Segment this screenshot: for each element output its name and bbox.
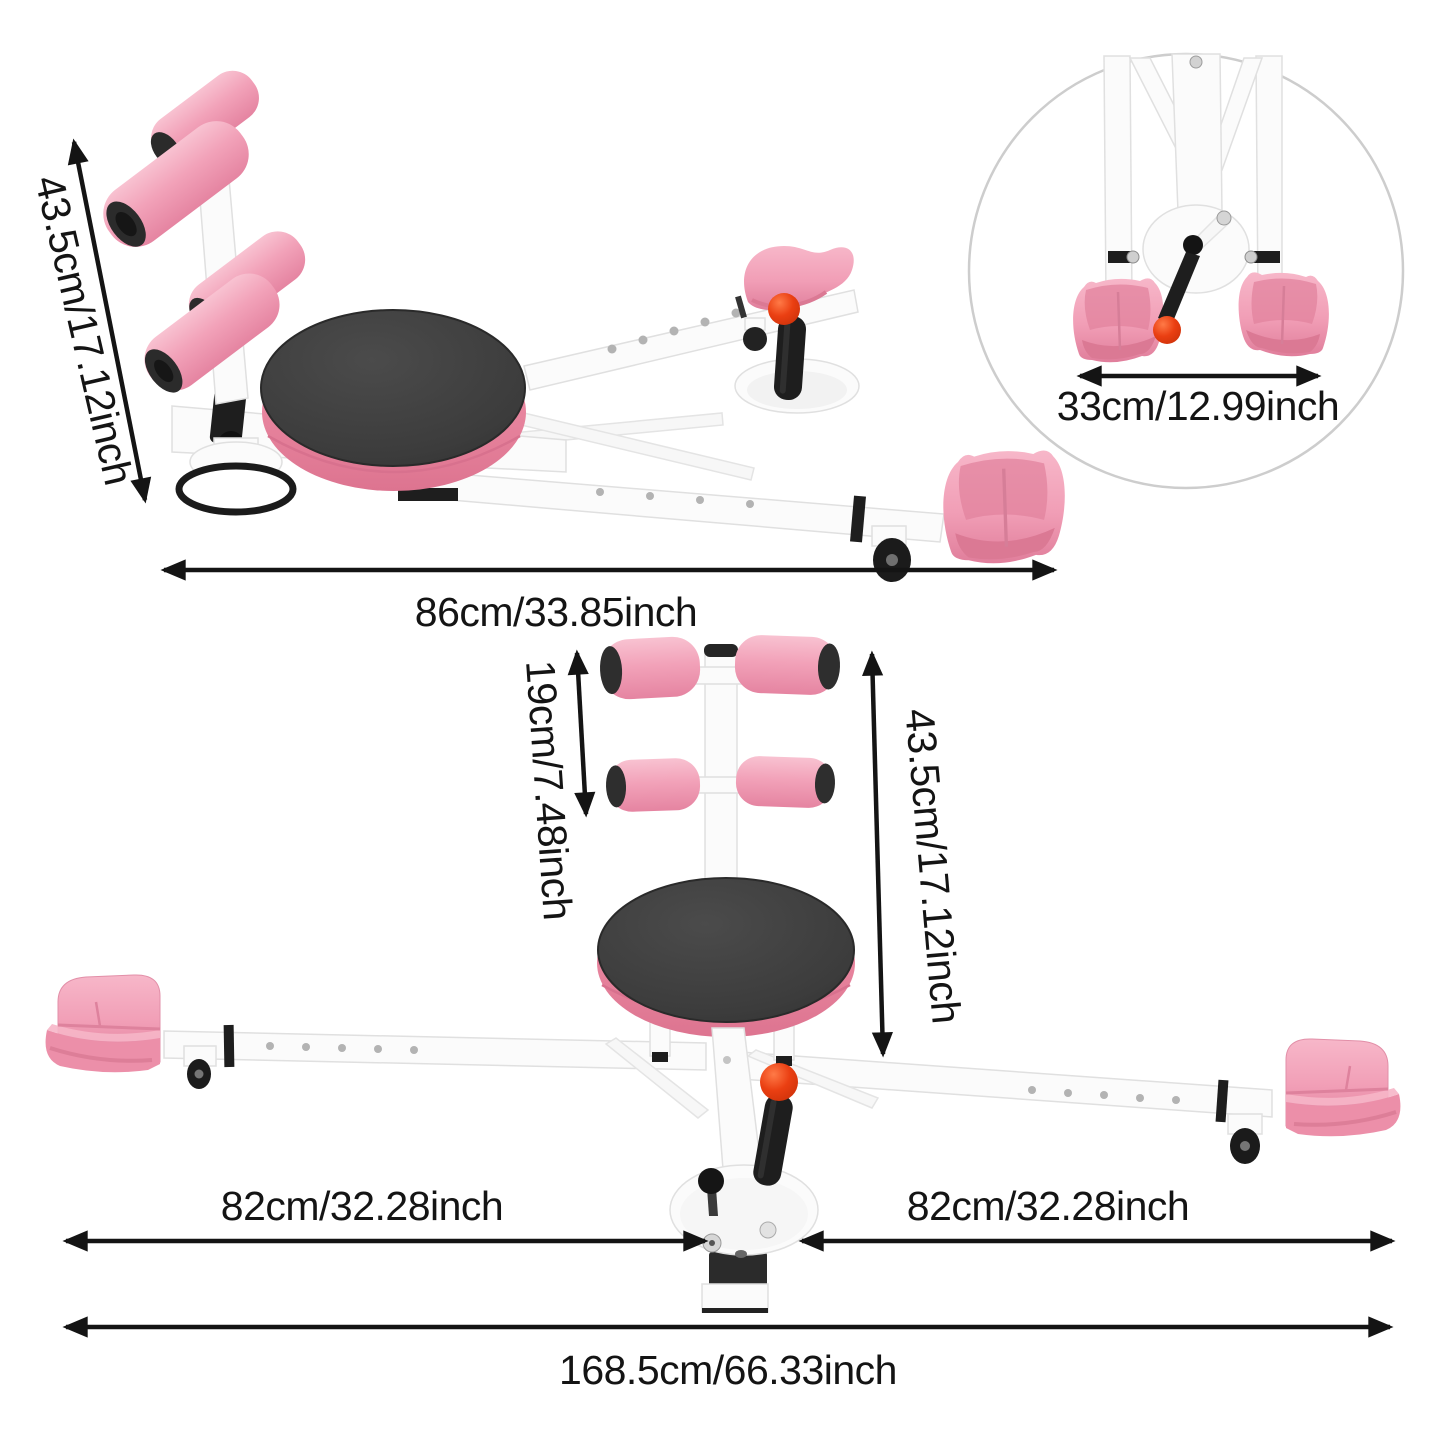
red-knob — [768, 293, 800, 325]
foot-cradle-left — [1071, 277, 1165, 364]
seat-bracket-foot — [652, 1052, 668, 1062]
disc-notch — [735, 1250, 747, 1258]
foam-roller — [144, 273, 280, 393]
roller-end-cap — [817, 643, 840, 690]
lock-lever-knob — [698, 1168, 724, 1194]
adjustment-hole — [1064, 1089, 1072, 1097]
dim-left-arm-label: 82cm/32.28inch — [221, 1183, 503, 1229]
roller-end-cap — [606, 765, 627, 808]
handle-grip — [753, 1094, 793, 1186]
adjustment-hole — [410, 1046, 418, 1054]
caster-hub — [194, 1069, 204, 1079]
foam-roller — [735, 756, 835, 808]
adjustment-hole — [374, 1045, 382, 1053]
dim-total-width-label: 168.5cm/66.33inch — [559, 1347, 897, 1393]
beam-joint — [735, 295, 747, 319]
red-knob — [760, 1063, 798, 1101]
adjustment-hole — [696, 496, 704, 504]
dim-backrest-height-label: 43.5cm/17.12inch — [896, 707, 969, 1025]
dim-backrest-height-arrow — [862, 650, 893, 1058]
adjustment-hole — [646, 492, 654, 500]
floor-plate — [701, 1283, 769, 1313]
bolt — [1126, 250, 1140, 264]
adjustment-hole — [1100, 1091, 1108, 1099]
adjustment-hole — [669, 326, 679, 336]
dim-roller-spacing-label: 19cm/7.48inch — [517, 659, 581, 922]
adjustment-hole — [302, 1043, 310, 1051]
bolt — [1244, 250, 1258, 264]
adjustment-hole — [596, 488, 604, 496]
bolt-center — [709, 1240, 715, 1246]
dim-side-height-arrow — [67, 138, 152, 504]
foot-cradle-right — [1237, 271, 1331, 358]
seat-stitch — [267, 434, 521, 474]
dim-right-arm-label: 82cm/32.28inch — [907, 1183, 1189, 1229]
adjustment-hole — [1136, 1094, 1144, 1102]
handle-grip — [773, 316, 807, 400]
seat-bracket — [773, 1025, 795, 1061]
adjustment-hole — [338, 1044, 346, 1052]
adjustment-hole — [700, 317, 710, 327]
front-view-product — [43, 635, 1403, 1313]
pivot-pin — [1183, 235, 1203, 255]
caster-hub — [886, 554, 898, 566]
handle-grip — [1158, 252, 1200, 324]
adjustment-band — [223, 1024, 235, 1068]
foot-cradle — [941, 448, 1067, 565]
bolt — [1189, 55, 1203, 69]
floor-foot — [709, 1252, 767, 1286]
dim-roller-spacing-arrow — [567, 649, 596, 818]
bolt — [1216, 210, 1232, 226]
adjustment-band — [1215, 1079, 1229, 1123]
caster-hub — [1240, 1141, 1250, 1151]
seat-pad — [597, 877, 855, 1023]
roller-end-cap — [814, 763, 835, 804]
frame-post — [1171, 53, 1223, 213]
adjustment-hole — [607, 344, 617, 354]
arm-brace — [604, 1037, 710, 1119]
mini-caster-wheel — [743, 327, 767, 351]
foam-roller — [599, 636, 701, 700]
adjustment-hole — [746, 500, 754, 508]
seat-bracket-foot — [776, 1056, 792, 1066]
arm-left — [163, 1030, 707, 1071]
foot-cradle-right — [1284, 1036, 1403, 1139]
foam-roller — [606, 758, 701, 812]
foam-roller — [734, 635, 840, 695]
suction-cup-ring — [175, 462, 297, 516]
adjustment-hole — [266, 1042, 274, 1050]
adjustment-band — [850, 495, 866, 543]
adjustment-hole — [1028, 1086, 1036, 1094]
side-view-product — [103, 70, 1067, 582]
backrest-post — [704, 647, 738, 895]
saddle-cradle — [744, 246, 854, 311]
floor-plate-edge — [702, 1308, 768, 1313]
roller-end-cap — [599, 646, 623, 695]
foot-cradle-left — [43, 972, 163, 1075]
dim-side-length-label: 86cm/33.85inch — [415, 589, 697, 635]
post-cap — [704, 644, 738, 657]
adjustment-hole — [731, 308, 741, 318]
adjustment-hole — [1172, 1096, 1180, 1104]
seat-pad — [260, 309, 526, 467]
red-knob — [1153, 316, 1181, 344]
bolt — [759, 1221, 777, 1239]
lock-lever-stem — [707, 1188, 718, 1216]
adjustment-hole — [638, 335, 648, 345]
dim-inset-width-label: 33cm/12.99inch — [1057, 383, 1339, 429]
strap-clip — [1254, 251, 1280, 263]
column-hole — [723, 1056, 731, 1064]
